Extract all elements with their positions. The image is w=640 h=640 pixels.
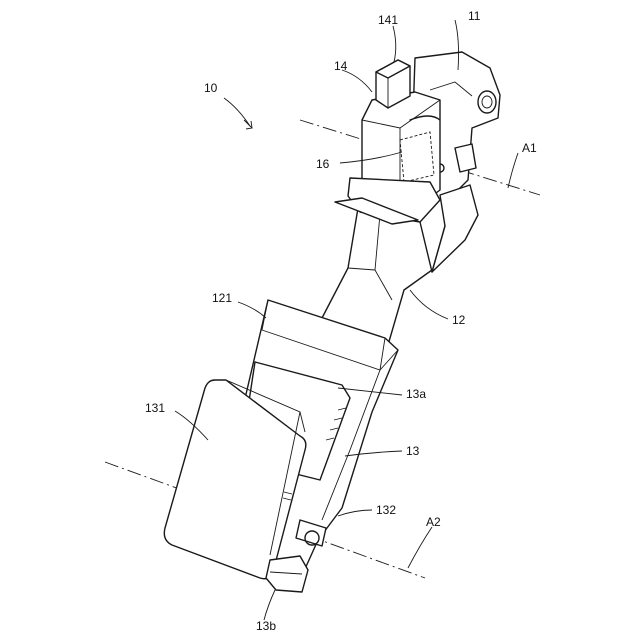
label-hinge: 132 — [376, 503, 396, 517]
label-pedal-lower: 13b — [256, 619, 276, 633]
label-pedal: 13 — [406, 444, 420, 458]
label-sensor: 14 — [334, 59, 348, 73]
label-housing: 11 — [468, 9, 481, 23]
mounting-hole — [478, 91, 496, 113]
label-arm: 12 — [452, 313, 466, 327]
label-pedal-upper: 13a — [406, 387, 426, 401]
label-arm-end: 121 — [212, 291, 232, 305]
label-connector: 141 — [378, 13, 398, 27]
label-assembly: 10 — [204, 81, 218, 95]
label-axis1: A1 — [522, 141, 537, 155]
assembly-arrow — [244, 120, 252, 129]
label-axis2: A2 — [426, 515, 441, 529]
label-magnet: 16 — [316, 157, 330, 171]
label-pad: 131 — [145, 401, 165, 415]
